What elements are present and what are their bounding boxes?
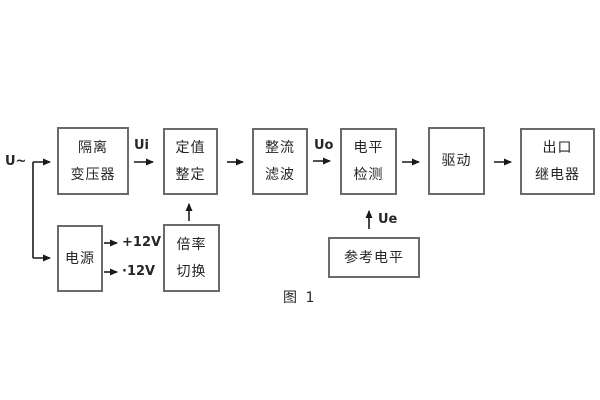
block-label: 电源: [65, 250, 95, 267]
block-label: 变压器: [70, 166, 116, 183]
block-level-detection: 电平 检测: [340, 128, 397, 195]
block-label: 整定: [175, 167, 206, 183]
block-ratio-switch: 倍率 切换: [163, 224, 220, 292]
block-label: 滤波: [265, 167, 295, 183]
block-rectifier-filter: 整流 滤波: [252, 128, 308, 195]
power-output-neg12v-label: ·12V: [122, 264, 156, 279]
power-output-pos12v-label: +12V: [122, 235, 162, 250]
block-isolation-transformer: 隔离 变压器: [57, 127, 129, 195]
block-label: 定值: [175, 140, 206, 156]
block-power-supply: 电源: [57, 225, 103, 292]
block-label: 整流: [265, 140, 295, 156]
figure-caption: 图 1: [283, 290, 317, 306]
block-setting: 定值 整定: [163, 128, 218, 195]
block-label: 出口: [542, 140, 573, 156]
block-output-relay: 出口 继电器: [520, 128, 595, 195]
signal-label-ue: Ue: [378, 212, 398, 227]
block-label: 隔离: [78, 139, 108, 156]
block-label: 驱动: [441, 153, 472, 169]
input-signal-label: U~: [5, 154, 27, 169]
block-label: 倍率: [176, 236, 207, 253]
signal-label-uo: Uo: [314, 138, 334, 153]
block-label: 切换: [176, 263, 207, 280]
block-label: 检测: [353, 167, 384, 183]
block-label: 继电器: [535, 167, 580, 183]
block-label: 电平: [353, 140, 384, 156]
block-label: 参考电平: [344, 249, 404, 266]
block-drive: 驱动: [428, 127, 485, 195]
block-reference-level: 参考电平: [328, 237, 420, 278]
signal-label-ui: Ui: [134, 138, 150, 153]
